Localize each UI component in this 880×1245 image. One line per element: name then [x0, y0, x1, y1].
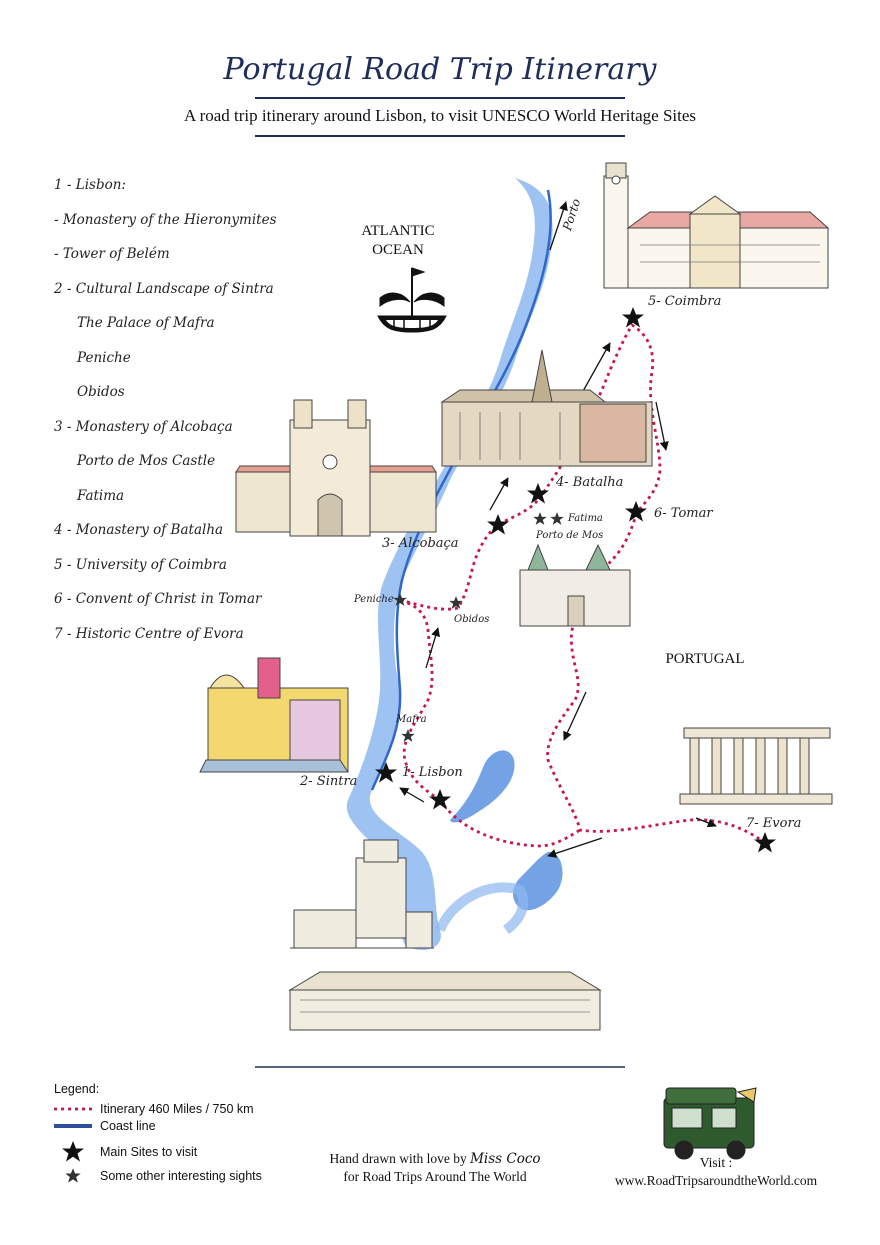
route-arrows [399, 201, 717, 858]
star-icon-peniche [393, 593, 407, 606]
place-label-lisbon: 1- Lisbon [402, 765, 463, 780]
ship-icon [377, 267, 447, 333]
credit-prefix: Hand drawn with love by [329, 1151, 467, 1166]
sites-list-item: Porto de Mos Castle [77, 453, 216, 469]
place-label-mafra: Mafra [396, 714, 427, 725]
belem-tower-illustration [290, 839, 434, 949]
title-rule [255, 97, 625, 99]
place-label-batalha: 4- Batalha [556, 475, 624, 490]
sites-list-item: 3 - Monastery of Alcobaça [54, 418, 233, 435]
place-label-evora: 7- Evora [746, 816, 802, 831]
sites-list-item: 4 - Monastery of Batalha [54, 522, 224, 538]
star-icon-batalha [527, 483, 549, 504]
star-icon-mafra [401, 729, 415, 742]
ocean-label: ATLANTIC OCEAN [361, 223, 435, 258]
credit-line2: for Road Trips Around The World [343, 1169, 527, 1184]
legend-main-sites: Main Sites to visit [100, 1145, 198, 1159]
batalha-monastery-illustration [440, 349, 653, 467]
place-label-porto-de-mos: Porto de Mos [536, 530, 604, 541]
place-label-tomar: 6- Tomar [654, 506, 713, 521]
sites-list-item: - Tower of Belém [54, 246, 170, 262]
page-title: Portugal Road Trip Itinerary [223, 52, 657, 87]
coimbra-university-illustration [603, 162, 830, 289]
evora-temple-illustration [679, 727, 833, 805]
credit-author: Miss Coco [470, 1151, 541, 1167]
star-icon-obidos [449, 596, 463, 609]
sites-list-item: Fatima [77, 487, 125, 504]
star-icon-coimbra [622, 307, 644, 328]
visit-label: Visit : [699, 1155, 733, 1170]
star-icon-alcobaca [487, 514, 509, 535]
place-label-alcobaca: 3- Alcobaça [382, 536, 459, 551]
sites-list-item: 1 - Lisbon: [54, 177, 126, 193]
visit-block: Visit : www.RoadTripsaroundtheWorld.com [596, 1154, 836, 1190]
star-icon-tomar [625, 501, 647, 522]
place-label-fatima: Fatima [568, 513, 603, 524]
place-label-obidos: Obidos [454, 614, 490, 625]
itinerary-route [399, 323, 766, 848]
visit-url[interactable]: www.RoadTripsaroundtheWorld.com [614, 1173, 818, 1188]
sites-list-item: 2 - Cultural Landscape of Sintra [54, 280, 274, 297]
sites-list-item: Peniche [77, 349, 131, 366]
legend-heading: Legend: [54, 1082, 100, 1096]
car-icon [663, 1087, 757, 1160]
page-subtitle: A road trip itinerary around Lisbon, to … [183, 106, 697, 125]
place-label-sintra: 2- Sintra [300, 774, 358, 789]
legend-marks [54, 1107, 92, 1183]
star-icon-sintra [375, 762, 397, 783]
sites-list-item: - Monastery of the Hieronymites [54, 211, 277, 228]
place-label-coimbra: 5- Coimbra [648, 294, 722, 309]
legend-itinerary: Itinerary 460 Miles / 750 km [100, 1102, 254, 1116]
star-icon-evora [754, 832, 776, 853]
legend-coast: Coast line [100, 1119, 156, 1133]
subtitle-rule [255, 135, 625, 137]
legend-other-sights: Some other interesting sights [100, 1169, 262, 1183]
porto-de-mos-castle-illustration [519, 543, 631, 627]
star-icon-fatima-1 [533, 512, 547, 525]
sites-list-item: 7 - Historic Centre of Evora [54, 625, 244, 642]
sintra-palace-illustration [199, 657, 349, 773]
other-sight-stars [393, 512, 564, 742]
sites-list-item: 5 - University of Coimbra [54, 556, 227, 573]
star-icon-fatima-2 [550, 512, 564, 525]
sites-list: 1 - Lisbon: - Monastery of the Hieronymit… [54, 168, 294, 651]
sites-list-item: 6 - Convent of Christ in Tomar [54, 591, 262, 607]
credit: Hand drawn with love by Miss Coco for Ro… [300, 1150, 570, 1186]
alcobaca-monastery-illustration [235, 399, 437, 537]
place-label-peniche: Peniche [354, 594, 394, 605]
main-site-stars [375, 307, 776, 853]
star-icon-lisbon [429, 789, 451, 810]
sites-list-item: Obidos [77, 384, 125, 400]
sites-list-item: The Palace of Mafra [77, 315, 215, 331]
country-label: PORTUGAL [665, 651, 745, 667]
jeronimos-monastery-illustration [288, 971, 602, 1031]
